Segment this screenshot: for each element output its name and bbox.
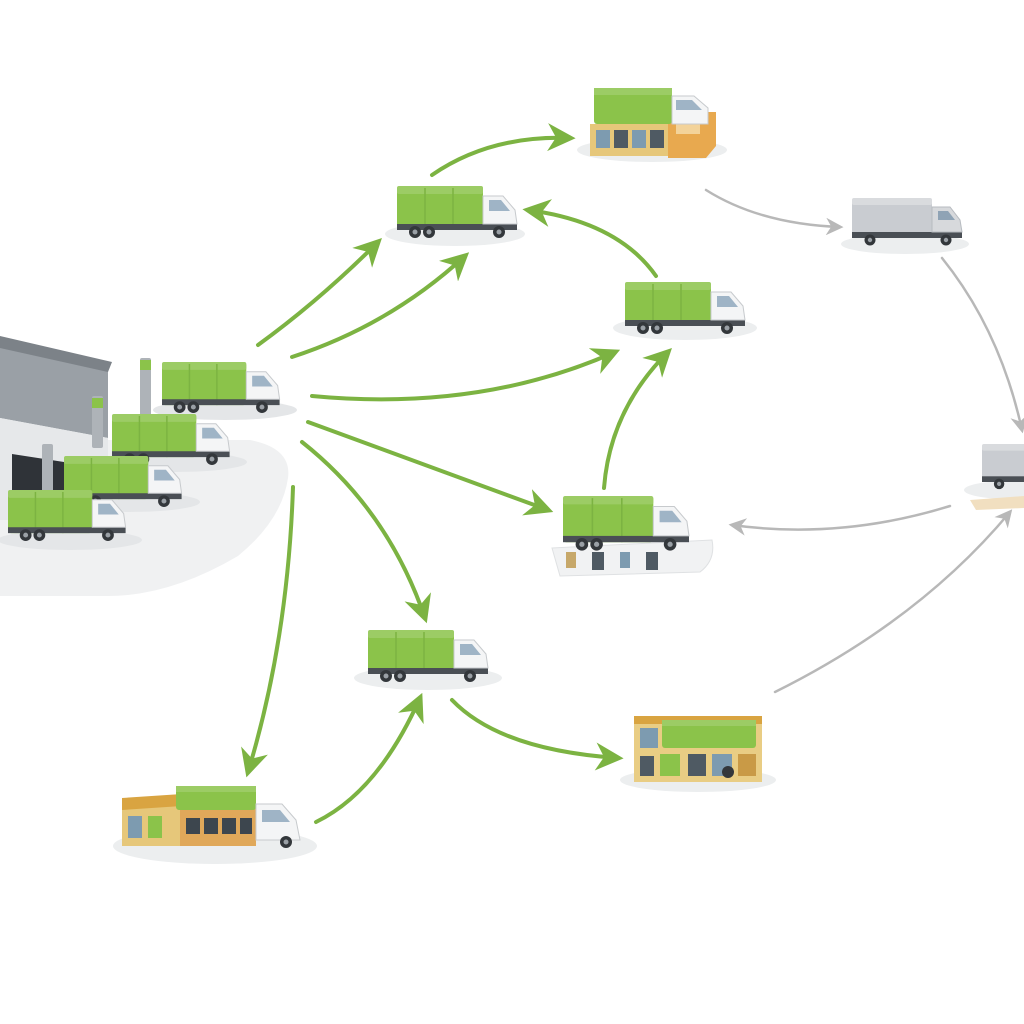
- route-hub-d-to-hub-c: [602, 348, 672, 490]
- route-depot-to-hub-d: [306, 420, 554, 516]
- fleet-truck-icon: [0, 489, 142, 550]
- route-remote-1-to-remote-2: [940, 256, 1024, 434]
- route-remote-2-to-hub-d: [728, 504, 952, 536]
- storefront-icon: [634, 716, 762, 782]
- hub-e-node: [354, 629, 502, 690]
- route-hub-c-to-hub-a: [522, 199, 658, 278]
- fleet-truck-icon: [153, 361, 297, 420]
- route-depot-to-store-1: [241, 485, 295, 778]
- node-platform: [964, 481, 1024, 499]
- hub-c-node: [613, 281, 757, 340]
- charging-post-icon: [42, 358, 151, 494]
- depot-node: [0, 336, 297, 596]
- remote-2-node: [964, 443, 1024, 510]
- route-hub-a-to-hub-b: [430, 123, 576, 177]
- route-depot-to-hub-e: [300, 440, 431, 624]
- route-depot-to-hub-a-lower: [290, 252, 470, 359]
- route-store-2-to-remote-2: [773, 509, 1013, 694]
- route-hub-b-to-remote-1: [704, 188, 844, 236]
- route-depot-to-hub-a-upper: [256, 238, 382, 347]
- truck-icon: [562, 495, 690, 552]
- route-depot-to-hub-c: [310, 348, 621, 402]
- remote-2-dock: [970, 496, 1024, 510]
- route-layer: [241, 123, 1024, 824]
- hub-b-node: [577, 88, 727, 162]
- storefront-icon: [122, 786, 301, 848]
- hub-d-node: [551, 495, 714, 577]
- store-1-node: [113, 786, 317, 864]
- store-2-node: [620, 716, 776, 792]
- hub-a-node: [385, 185, 525, 246]
- remote-1-node: [841, 197, 969, 254]
- route-store-1-to-hub-e: [314, 692, 424, 824]
- delivery-store-icon: [590, 88, 716, 158]
- route-hub-e-to-store-2: [450, 698, 624, 771]
